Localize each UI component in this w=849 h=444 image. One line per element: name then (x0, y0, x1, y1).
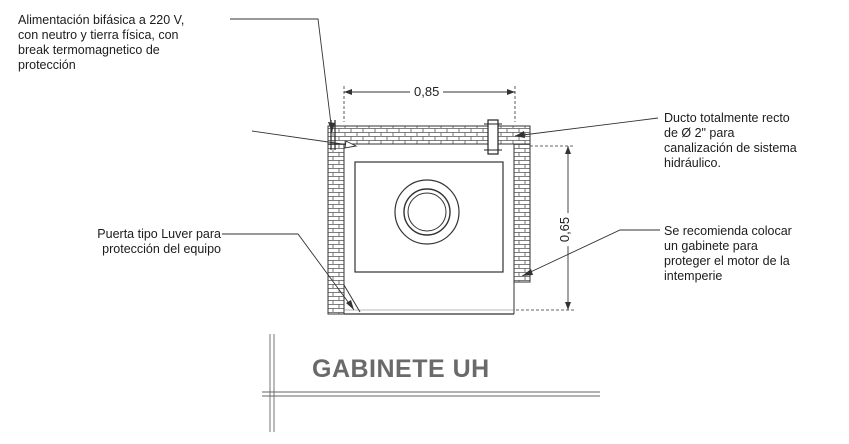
leader-left-arrow (251, 130, 357, 147)
note-gabinete: Se recomienda colocar un gabinete para p… (664, 224, 792, 284)
brick-top-wall (327, 125, 531, 145)
note-line: Alimentación bifásica a 220 V, (18, 13, 185, 27)
note-line: un gabinete para (664, 239, 758, 253)
note-alimentacion: Alimentación bifásica a 220 V, con neutr… (18, 13, 184, 73)
title-frame (262, 334, 600, 432)
leader-puerta (222, 233, 355, 311)
width-dimension-label: 0,85 (410, 84, 444, 99)
note-line: Puerta tipo Luver para (97, 227, 221, 241)
leader-gabinete (521, 229, 660, 277)
note-line: de Ø 2" para (664, 126, 735, 140)
note-line: intemperie (664, 269, 723, 283)
brick-left-wall (327, 143, 345, 315)
drawing-title: GABINETE UH (312, 355, 490, 383)
note-line: con neutro y tierra física, con (18, 28, 179, 42)
brick-right-wall (513, 143, 531, 283)
note-line: proteger el motor de la (664, 254, 790, 268)
note-line: Ducto totalmente recto (664, 111, 790, 125)
note-ducto: Ducto totalmente recto de Ø 2" para cana… (664, 111, 797, 171)
note-line: break termomagnetico de (18, 43, 160, 57)
motor-icon (394, 179, 460, 245)
note-line: hidráulico. (664, 156, 721, 170)
height-dimension-label: 0,65 (557, 212, 573, 247)
note-line: protección (18, 58, 76, 72)
note-line: protección del equipo (102, 242, 221, 256)
leader-alimentacion (230, 18, 333, 133)
hydraulic-duct (484, 119, 502, 155)
note-line: canalización de sistema (664, 141, 797, 155)
note-line: Se recomienda colocar (664, 224, 792, 238)
leader-ducto (514, 117, 659, 137)
brick-walls (327, 125, 531, 315)
note-puerta: Puerta tipo Luver para protección del eq… (61, 227, 221, 257)
motor-housing (354, 161, 504, 273)
leader-lines (222, 18, 660, 311)
